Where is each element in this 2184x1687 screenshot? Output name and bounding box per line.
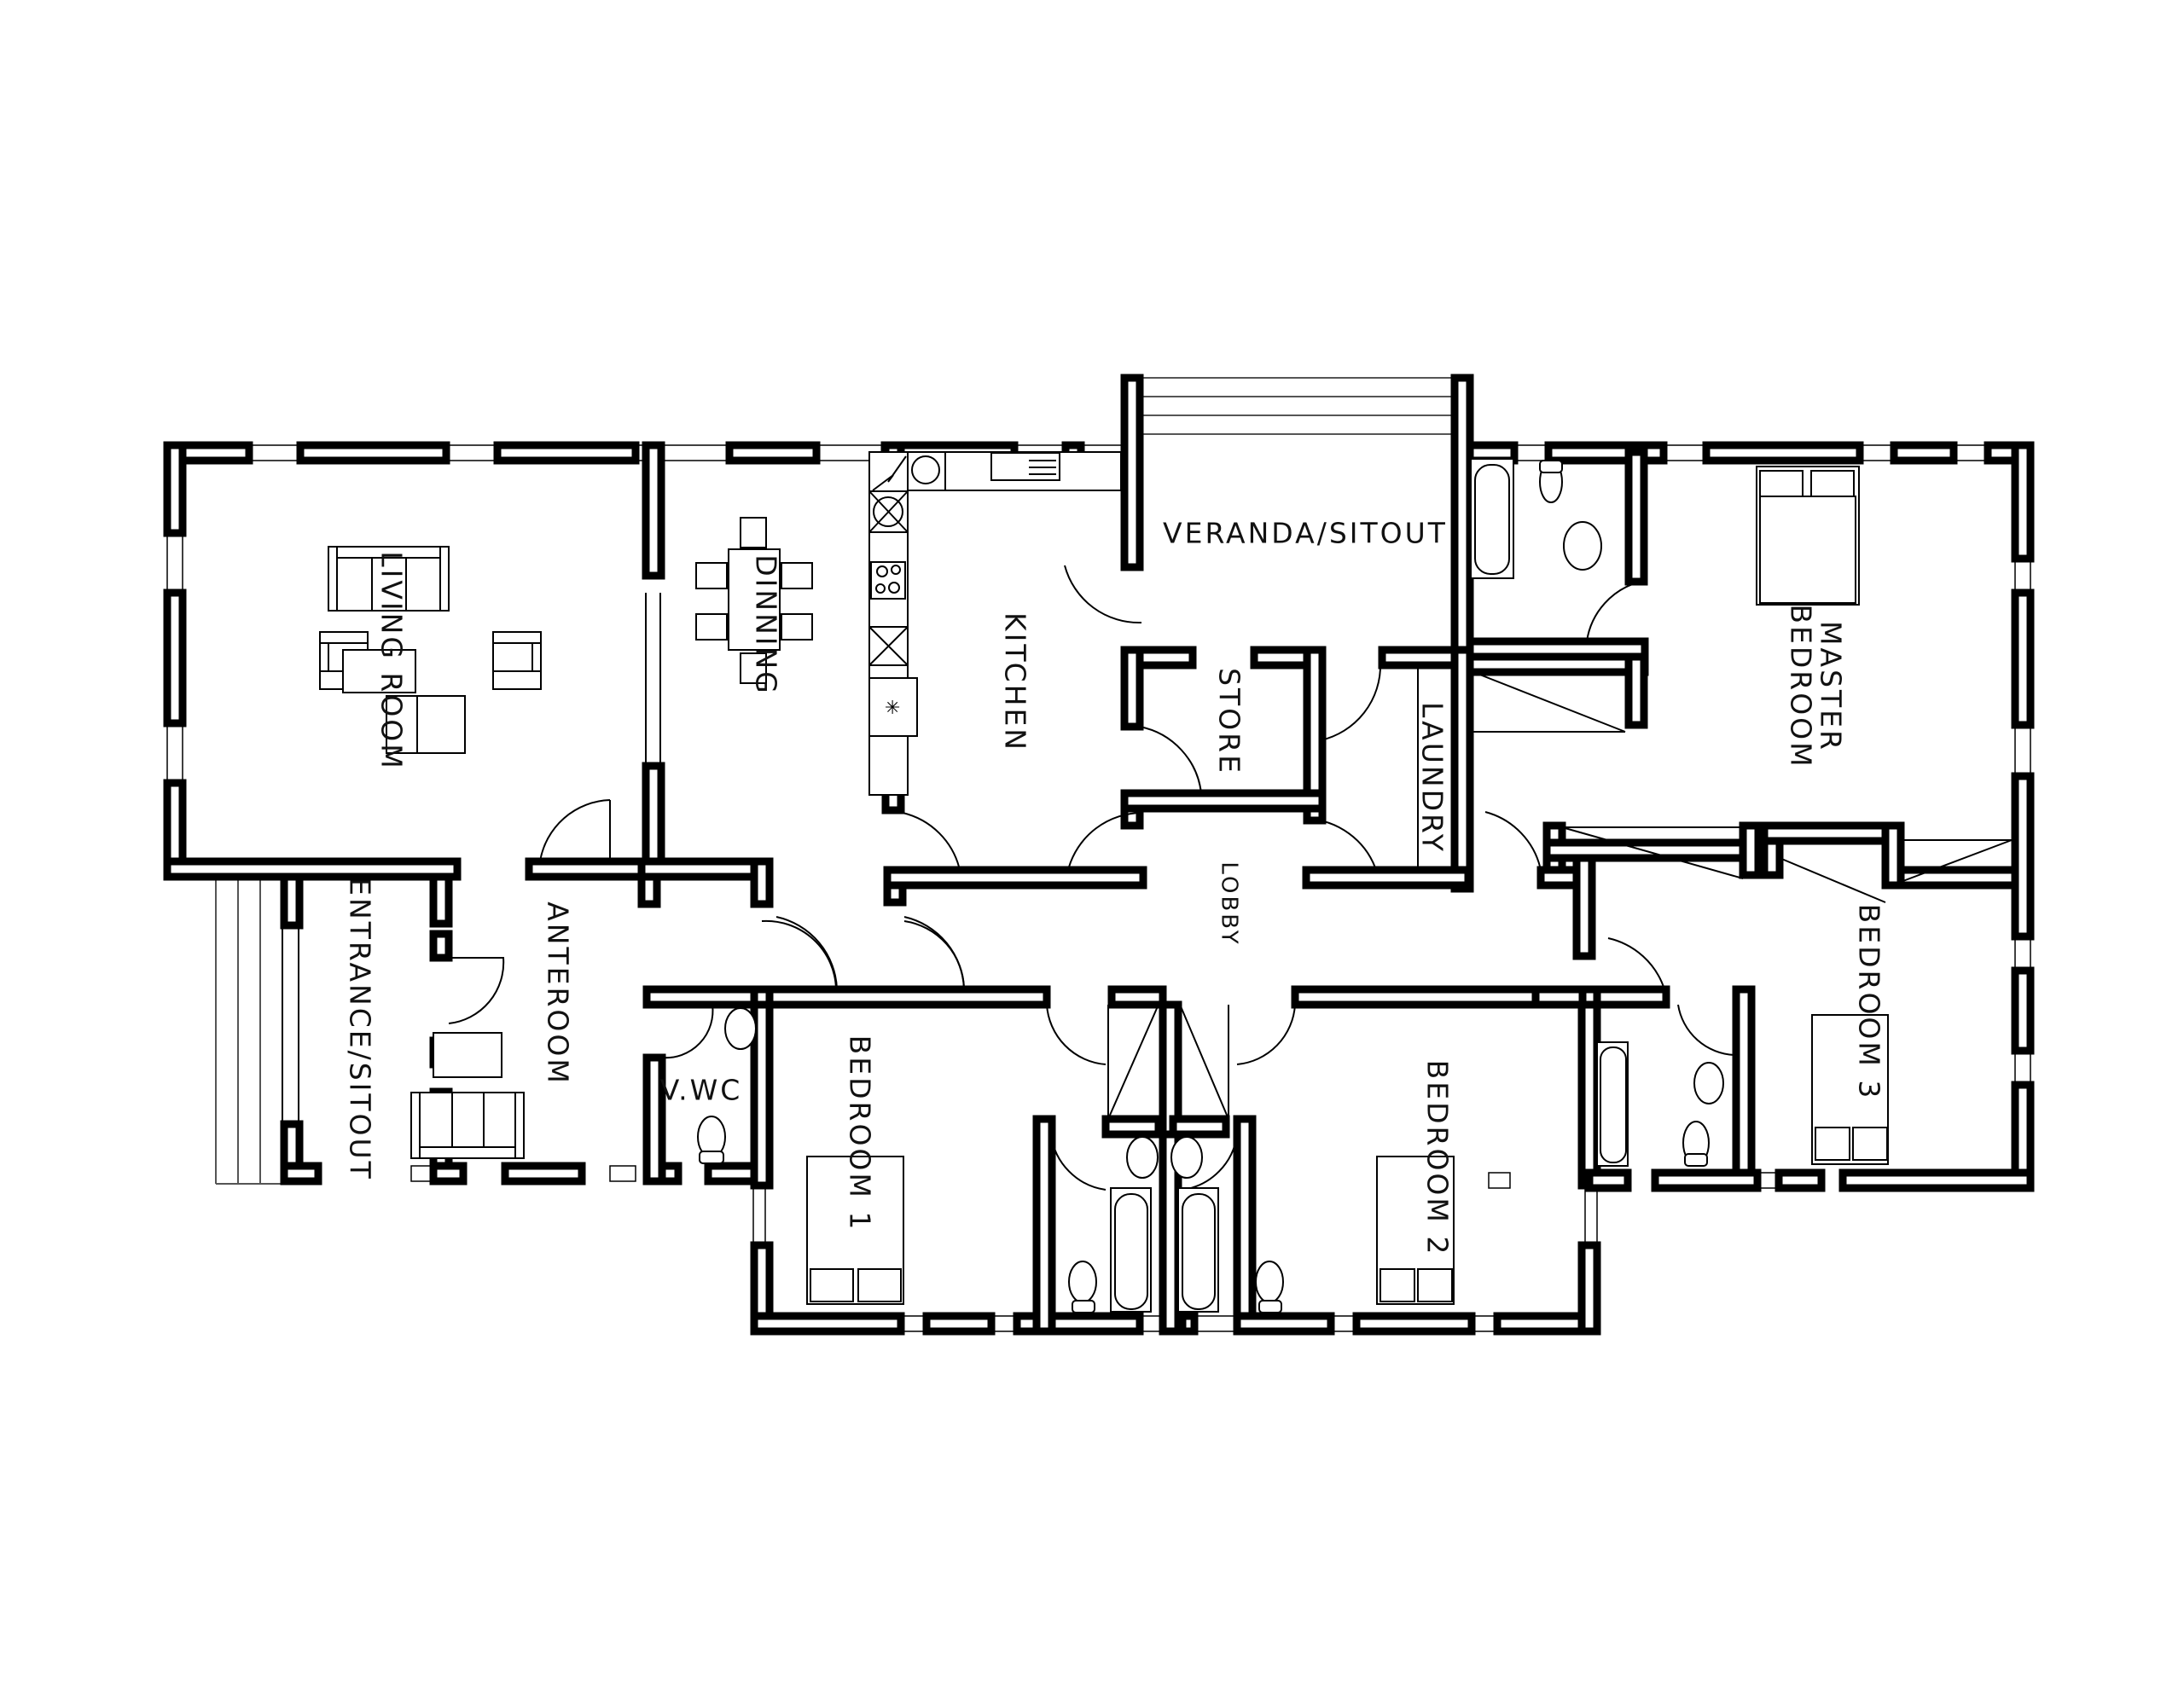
living-room-label: LIVING ROOM bbox=[375, 551, 409, 771]
lobby-label: LOBBY bbox=[1216, 861, 1242, 947]
beds bbox=[806, 466, 1889, 1305]
master-bedroom-label: MASTER BEDROOM bbox=[1785, 604, 1848, 769]
anteroom-label: ANTEROOM bbox=[541, 901, 575, 1086]
vwc-label: V.WC bbox=[659, 1073, 743, 1107]
veranda-label: VERANDA/SITOUT bbox=[1163, 516, 1448, 550]
laundry-label: LAUNDRY bbox=[1415, 702, 1449, 854]
kitchen-fixtures: ✳ bbox=[868, 451, 1122, 796]
dining-label: DINNING bbox=[749, 554, 783, 696]
veranda-steps bbox=[1141, 377, 1452, 435]
dining-furniture bbox=[695, 517, 813, 684]
entrance-steps bbox=[215, 877, 299, 1185]
anteroom-furniture bbox=[410, 1032, 525, 1159]
bedroom2-label: BEDROOM 2 bbox=[1420, 1059, 1455, 1257]
store-label: STORE bbox=[1212, 668, 1246, 775]
bedroom1-label: BEDROOM 1 bbox=[843, 1035, 877, 1232]
master-bedroom-label-line1: MASTER bbox=[1814, 621, 1848, 752]
bedroom3-label: BEDROOM 3 bbox=[1852, 903, 1886, 1101]
wardrobes bbox=[1107, 665, 2013, 1120]
master-ensuite-fixtures bbox=[1470, 458, 1602, 579]
entrance-label: ENTRANCE/SITOUT bbox=[343, 878, 377, 1181]
door-swings bbox=[448, 565, 1735, 1191]
master-bedroom-label-line2: BEDROOM bbox=[1785, 604, 1818, 769]
windows bbox=[166, 444, 2031, 1332]
svg-text:✳: ✳ bbox=[885, 698, 900, 719]
living-room-furniture bbox=[319, 546, 542, 754]
kitchen-label: KITCHEN bbox=[998, 612, 1032, 752]
bathroom-fixtures bbox=[697, 1007, 1724, 1313]
